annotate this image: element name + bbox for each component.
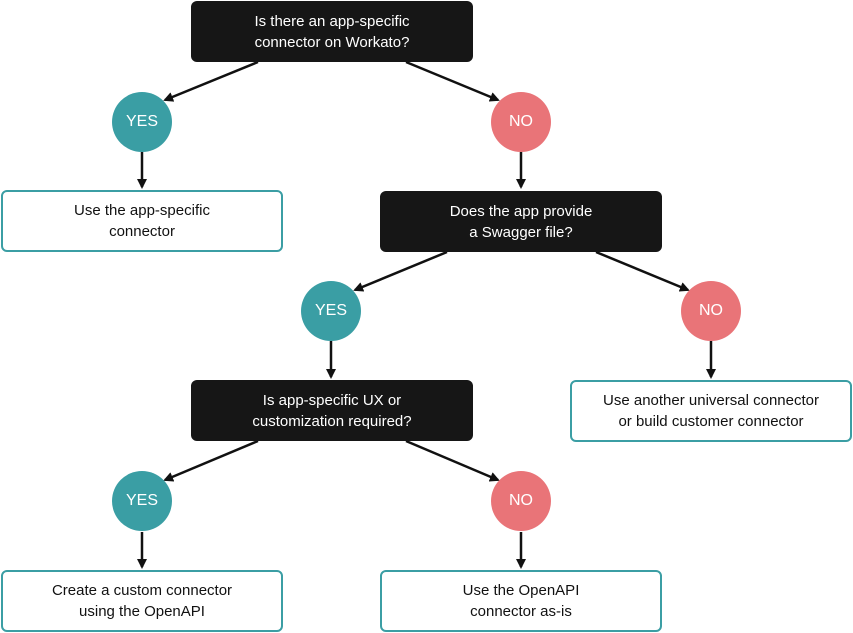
question-line: Is there an app-specific xyxy=(254,12,410,30)
result-use-app-specific: Use the app-specific connector xyxy=(1,190,283,252)
no-label: NO xyxy=(699,302,723,319)
arrow-q1-no xyxy=(405,60,500,102)
arrow-q3-yes xyxy=(163,439,259,482)
no-label: NO xyxy=(509,492,533,509)
no-node: NO xyxy=(681,281,741,341)
question-line: connector on Workato? xyxy=(254,33,410,51)
result-line: connector as-is xyxy=(470,603,572,620)
arrow-q2-yes xyxy=(353,250,448,292)
question-customization-required: Is app-specific UX or customization requ… xyxy=(191,380,473,441)
no-label: NO xyxy=(509,113,533,130)
question-line: a Swagger file? xyxy=(469,223,573,241)
arrow-q1-yes xyxy=(163,60,259,102)
question-line: customization required? xyxy=(252,412,412,430)
question-line: Does the app provide xyxy=(449,202,593,220)
arrow-q2-no xyxy=(595,250,690,292)
yes-node: YES xyxy=(301,281,361,341)
question-app-specific-connector: Is there an app-specific connector on Wo… xyxy=(191,1,473,62)
yes-label: YES xyxy=(314,302,347,319)
question-line: Is app-specific UX or xyxy=(262,391,402,409)
result-create-custom: Create a custom connector using the Open… xyxy=(1,570,283,632)
result-line: Use the app-specific xyxy=(74,202,210,219)
yes-label: YES xyxy=(125,492,158,509)
no-node: NO xyxy=(491,471,551,531)
arrow-q3-no xyxy=(405,439,500,482)
result-line: Create a custom connector xyxy=(51,582,233,599)
result-use-openapi: Use the OpenAPI connector as-is xyxy=(380,570,662,632)
yes-node: YES xyxy=(112,92,172,152)
yes-node: YES xyxy=(112,471,172,531)
result-use-another-universal: Use another universal connector or build… xyxy=(570,380,852,442)
question-swagger-file: Does the app provide a Swagger file? xyxy=(380,191,662,252)
yes-label: YES xyxy=(125,113,158,130)
no-node: NO xyxy=(491,92,551,152)
result-line: Use another universal connector xyxy=(603,392,819,409)
result-line: connector xyxy=(109,223,175,240)
result-line: using the OpenAPI xyxy=(79,603,205,620)
result-line: Use the OpenAPI xyxy=(462,582,580,599)
result-line: or build customer connector xyxy=(618,413,804,430)
